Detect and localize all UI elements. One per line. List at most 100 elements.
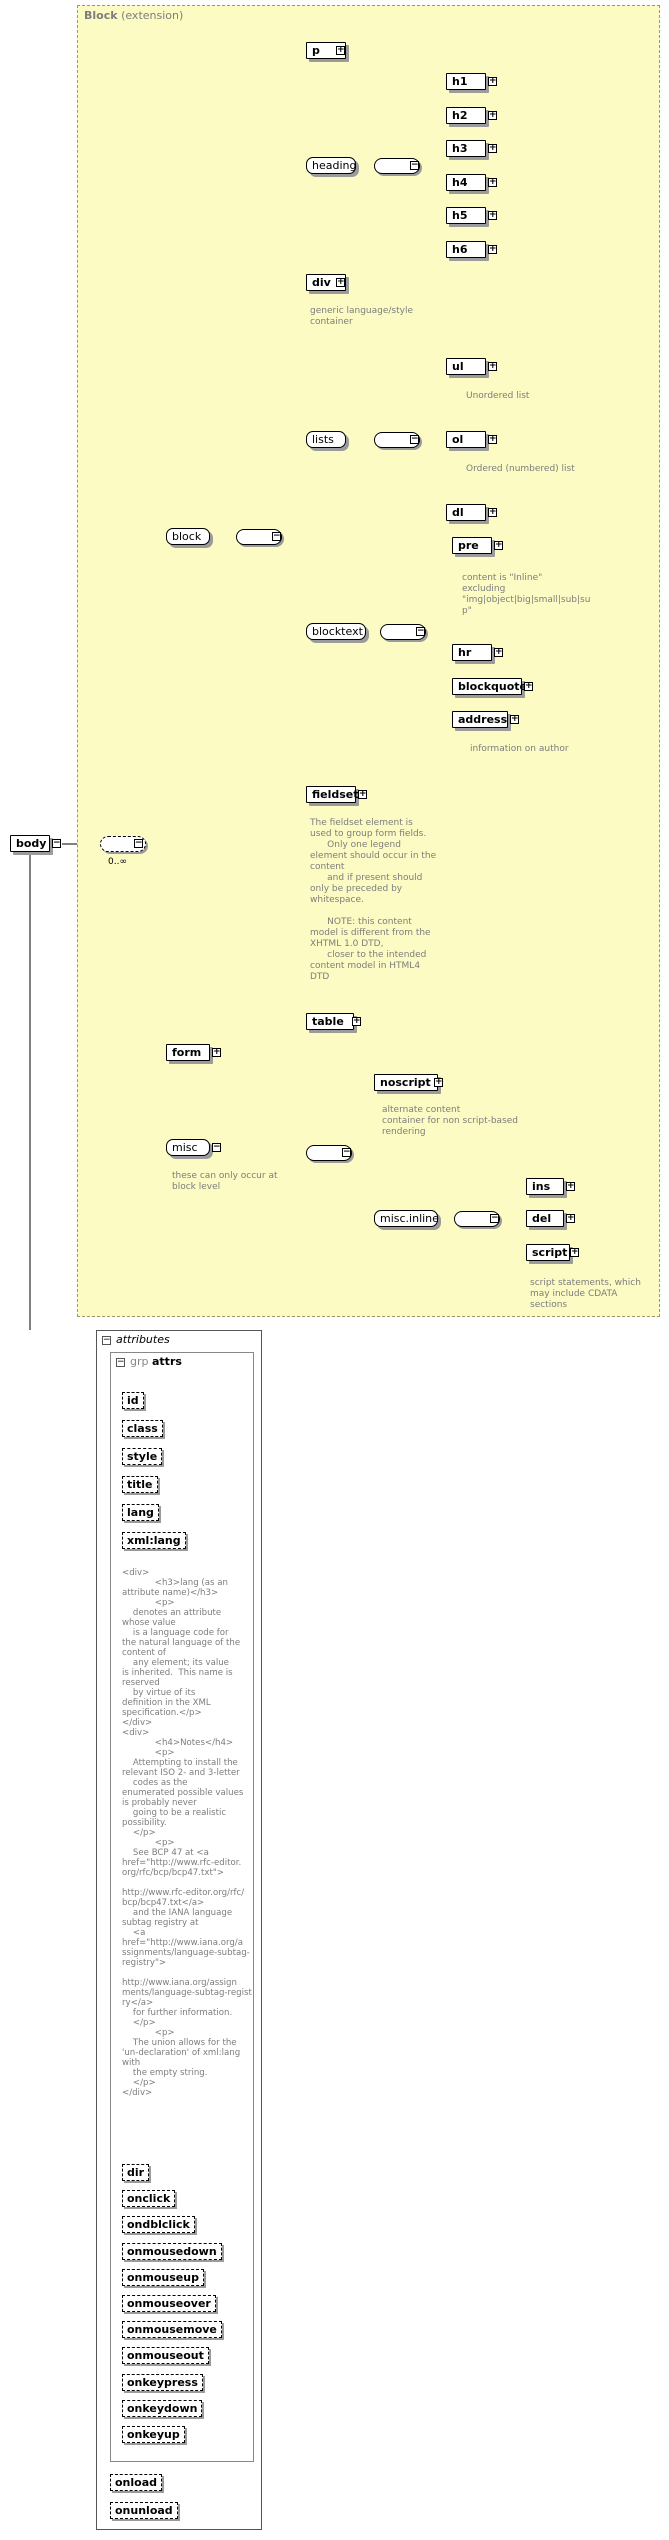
attrs-group-title: grp attrs: [130, 1355, 182, 1368]
items-lang-attribute[interactable]: lang: [122, 1504, 159, 1521]
attrs-group-prefix: grp: [130, 1355, 149, 1368]
pre-expand-icon[interactable]: +: [494, 540, 503, 550]
block-group-label: Block (extension): [84, 9, 183, 22]
address-label: address: [458, 713, 508, 726]
ol-expand-icon[interactable]: +: [488, 434, 497, 444]
misc-sequence-icon: [306, 1145, 352, 1161]
del-expand-icon[interactable]: +: [566, 1213, 575, 1223]
form-expand-icon[interactable]: +: [212, 1047, 221, 1057]
items2-onclick-attribute[interactable]: onclick: [122, 2190, 176, 2208]
items2-onkeydown-attribute[interactable]: onkeydown: [122, 2399, 203, 2417]
items2-onkeyup-attribute[interactable]: onkeyup: [122, 2426, 185, 2443]
noscript-element[interactable]: noscript: [374, 1074, 438, 1091]
items-title-attribute[interactable]: title: [122, 1476, 158, 1493]
dl-expand-icon[interactable]: +: [488, 507, 497, 517]
choice-expand-icon[interactable]: −: [134, 838, 143, 848]
address-element[interactable]: address: [452, 711, 508, 728]
blocktext-label: blocktext: [312, 625, 363, 638]
pre-element[interactable]: pre: [452, 537, 492, 554]
script-element[interactable]: script: [526, 1244, 570, 1261]
blockquote-expand-icon[interactable]: +: [524, 681, 533, 691]
fieldset-expand-icon[interactable]: +: [358, 789, 367, 799]
blocktext-choice-expand-icon[interactable]: −: [416, 626, 425, 636]
h6-expand-icon[interactable]: +: [488, 244, 497, 254]
misc-expand-icon[interactable]: −: [212, 1142, 221, 1152]
h4-expand-icon[interactable]: +: [488, 177, 497, 187]
h6-element[interactable]: h6: [446, 241, 486, 258]
items2-dir-attribute[interactable]: dir: [122, 2164, 150, 2181]
address-expand-icon[interactable]: +: [510, 714, 519, 724]
fieldset-label: fieldset: [312, 788, 359, 801]
block-sequence-expand-icon[interactable]: −: [272, 531, 281, 541]
body-element[interactable]: body: [10, 835, 50, 852]
ul-expand-icon[interactable]: +: [488, 361, 497, 371]
p-expand-icon[interactable]: +: [336, 45, 345, 55]
attrs-group-collapse-icon[interactable]: −: [116, 1357, 125, 1367]
noscript-expand-icon[interactable]: +: [434, 1077, 443, 1087]
items-style-attribute[interactable]: style: [122, 1448, 163, 1465]
items2-onmouseover-attribute[interactable]: onmouseover: [122, 2295, 216, 2312]
ins-element[interactable]: ins: [526, 1178, 564, 1195]
misc-inline-choice-expand-icon[interactable]: −: [490, 1213, 499, 1223]
script-label: script: [532, 1246, 568, 1259]
items2-onmouseup-attribute[interactable]: onmouseup: [122, 2268, 204, 2286]
h5-label: h5: [452, 209, 468, 222]
lists-choice-expand-icon[interactable]: −: [410, 434, 419, 444]
misc-element[interactable]: misc: [166, 1139, 210, 1156]
block-group-box: [77, 5, 660, 1317]
outer-onunload-attribute[interactable]: onunload: [110, 2502, 178, 2519]
items2-onmousemove-attribute[interactable]: onmousemove: [122, 2321, 222, 2339]
table-expand-icon[interactable]: +: [352, 1016, 361, 1026]
misc-sequence-expand-icon[interactable]: −: [342, 1147, 351, 1157]
heading-choice-expand-icon[interactable]: −: [410, 160, 419, 170]
items2-onmousedown-attribute[interactable]: onmousedown: [122, 2242, 222, 2260]
hr-expand-icon[interactable]: +: [494, 647, 503, 657]
fieldset-note: The fieldset element is used to group fo…: [310, 818, 437, 982]
dl-element[interactable]: dl: [446, 504, 486, 521]
h5-element[interactable]: h5: [446, 207, 486, 224]
h4-label: h4: [452, 176, 468, 189]
h5-expand-icon[interactable]: +: [488, 210, 497, 220]
items-xmllang-attribute[interactable]: xml:lang: [122, 1532, 186, 1549]
misc-inline-element[interactable]: misc.inline: [374, 1210, 439, 1227]
script-expand-icon[interactable]: +: [570, 1247, 579, 1257]
ul-element[interactable]: ul: [446, 358, 486, 375]
table-element[interactable]: table: [306, 1013, 354, 1030]
hr-element[interactable]: hr: [452, 644, 492, 661]
items2-ondblclick-attribute[interactable]: ondblclick: [122, 2216, 195, 2234]
div-expand-icon[interactable]: +: [336, 277, 345, 287]
ins-expand-icon[interactable]: +: [566, 1181, 575, 1191]
form-element[interactable]: form: [166, 1044, 210, 1061]
h3-element[interactable]: h3: [446, 140, 486, 157]
del-label: del: [532, 1212, 552, 1225]
block-group-title: Block: [84, 9, 118, 22]
ul-note: Unordered list: [466, 391, 530, 401]
h1-element[interactable]: h1: [446, 73, 486, 90]
body-expand-icon[interactable]: −: [52, 838, 61, 848]
items2-onkeypress-attribute[interactable]: onkeypress: [122, 2373, 203, 2391]
fieldset-element[interactable]: fieldset: [306, 786, 359, 803]
noscript-label: noscript: [380, 1076, 431, 1089]
lists-label: lists: [312, 433, 334, 446]
attributes-collapse-icon[interactable]: −: [102, 1335, 111, 1345]
blocktext-element[interactable]: blocktext: [306, 623, 366, 640]
blockquote-element[interactable]: blockquote: [452, 678, 527, 695]
h3-expand-icon[interactable]: +: [488, 143, 497, 153]
h4-element[interactable]: h4: [446, 174, 486, 191]
items2-onmouseout-attribute[interactable]: onmouseout: [122, 2347, 209, 2365]
del-element[interactable]: del: [526, 1210, 564, 1227]
h2-expand-icon[interactable]: +: [488, 110, 497, 120]
outer-onload-attribute[interactable]: onload: [110, 2474, 163, 2491]
lang-doc-note: <div> <h3>lang (as an attribute name)</h…: [122, 1568, 252, 2098]
items-class-attribute[interactable]: class: [122, 1420, 163, 1437]
block-element[interactable]: block: [166, 528, 210, 545]
body-label: body: [16, 837, 47, 850]
ol-element[interactable]: ol: [446, 431, 486, 448]
h2-element[interactable]: h2: [446, 107, 486, 124]
choice-occurs-label: 0..∞: [108, 857, 127, 867]
heading-element[interactable]: heading: [306, 157, 356, 174]
items-id-attribute[interactable]: id: [122, 1392, 144, 1409]
table-label: table: [312, 1015, 344, 1028]
h1-expand-icon[interactable]: +: [488, 76, 497, 86]
lists-element[interactable]: lists: [306, 431, 346, 448]
